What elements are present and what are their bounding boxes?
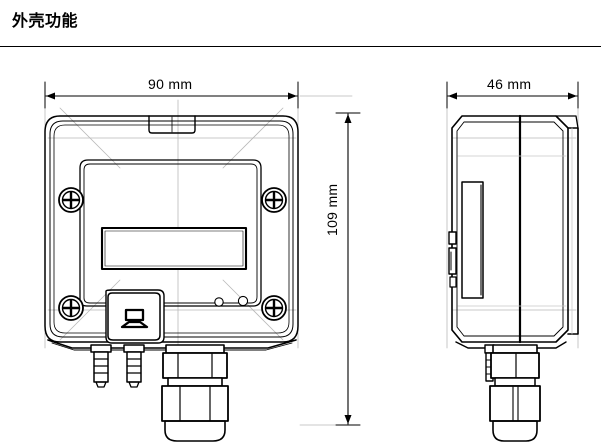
housing-shell-edge bbox=[53, 124, 290, 334]
keypad-button-glyph-base bbox=[120, 320, 149, 329]
side-body-outline bbox=[451, 115, 569, 343]
page-header: 外壳功能 bbox=[0, 0, 601, 48]
page-title: 外壳功能 bbox=[12, 13, 79, 30]
dimension-label-width: 90 mm bbox=[148, 76, 193, 92]
led-indicator-right bbox=[237, 295, 249, 307]
hose-nipple-right bbox=[123, 344, 145, 388]
technical-drawing bbox=[0, 48, 601, 444]
side-view bbox=[448, 114, 579, 442]
keypad-button-glyph-top bbox=[124, 308, 145, 322]
drawing-canvas bbox=[44, 81, 579, 442]
dimension-depth-46mm bbox=[446, 81, 579, 109]
housing-outer-shell bbox=[44, 115, 299, 343]
top-latch-tab bbox=[148, 115, 196, 134]
housing-inner-shell bbox=[49, 120, 294, 338]
hose-nipple-left bbox=[90, 344, 112, 388]
side-cable-gland-cap bbox=[492, 420, 538, 442]
dimension-height-109mm bbox=[335, 112, 361, 426]
header-divider bbox=[0, 46, 601, 47]
front-bezel-inner bbox=[83, 163, 258, 304]
dimension-label-depth: 46 mm bbox=[487, 76, 532, 92]
back-mounting-plate bbox=[567, 127, 579, 335]
dimension-width-90mm bbox=[44, 81, 299, 109]
led-indicator-left bbox=[214, 297, 224, 307]
side-cable-gland bbox=[489, 344, 541, 442]
lcd-display-inner bbox=[104, 230, 244, 267]
back-plate-top-lip bbox=[555, 115, 579, 129]
screw-top-right bbox=[261, 187, 287, 213]
screw-top-left bbox=[58, 187, 84, 213]
cable-gland-cap bbox=[164, 420, 226, 442]
front-bezel-panel bbox=[79, 159, 262, 307]
side-recess-panel bbox=[461, 181, 484, 299]
side-vent-detail bbox=[448, 231, 457, 288]
screw-bottom-right bbox=[261, 295, 287, 321]
front-view bbox=[44, 115, 299, 442]
screw-bottom-left bbox=[58, 295, 84, 321]
cable-gland bbox=[161, 344, 229, 442]
side-body-inner-edge bbox=[456, 121, 564, 337]
dimension-label-height: 109 mm bbox=[324, 183, 340, 236]
